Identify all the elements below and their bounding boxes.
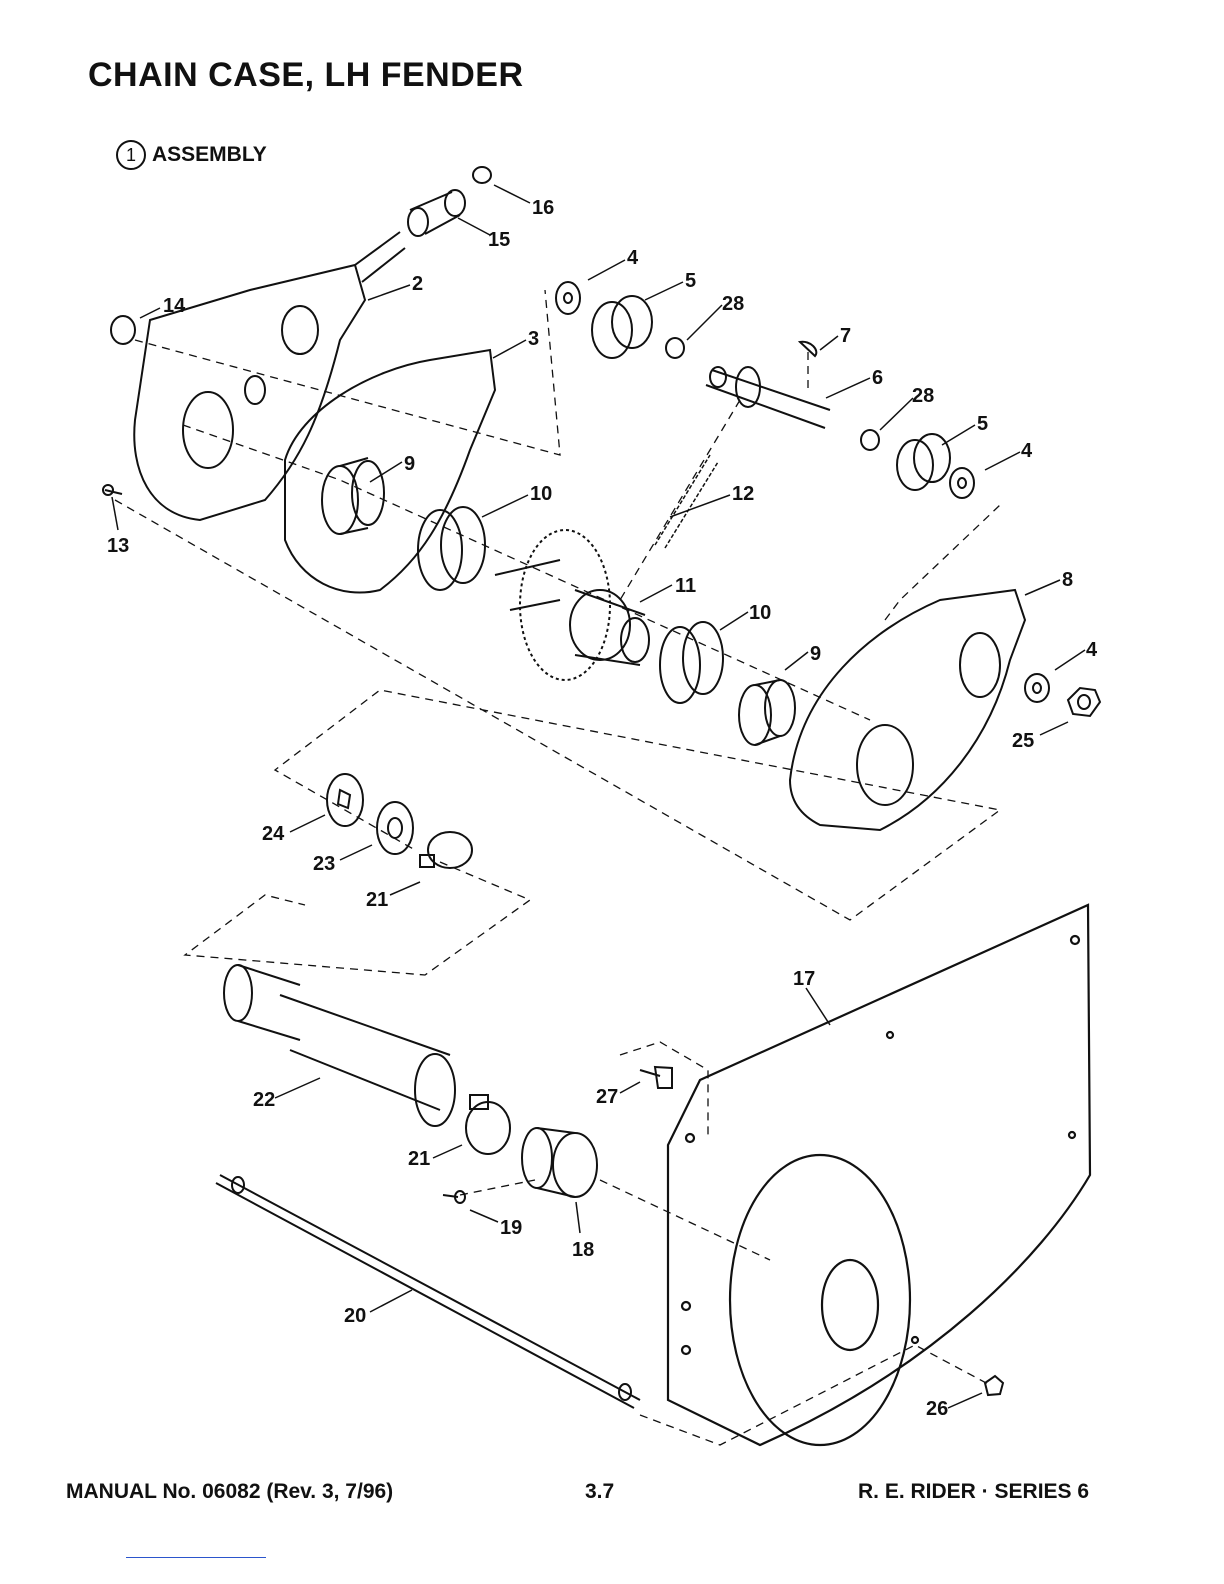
callout-18: 18 [572,1239,594,1261]
callout-3: 3 [528,328,539,350]
needle-bearing-left [322,458,384,534]
callout-28-right: 28 [912,385,934,407]
flange-bearing-right [897,434,950,490]
callout-14: 14 [163,295,186,317]
chain-case-cover [790,590,1025,830]
snap-ring-right [861,430,879,450]
washer-lower-right [1025,674,1049,702]
callout-12: 12 [732,483,754,505]
callout-24: 24 [262,823,285,845]
callout-26: 26 [926,1398,948,1420]
callout-11: 11 [675,575,696,597]
callout-25: 25 [1012,730,1034,752]
bottom-underline-link[interactable] [126,1557,266,1558]
callout-9-right: 9 [810,643,821,665]
drive-shaft [706,367,830,428]
needle-bearing-right [739,680,795,745]
snap-ring-top [666,338,684,358]
series-name: R. E. RIDER · SERIES 6 [858,1480,1089,1504]
callout-20: 20 [344,1305,366,1327]
callout-23: 23 [313,853,335,875]
callout-19: 19 [500,1217,522,1239]
bolt-13 [103,485,122,495]
shaft-pin [355,232,405,282]
page-number: 3.7 [585,1480,614,1504]
retaining-clip [473,167,491,183]
bushing [408,190,465,236]
oil-seal-left [418,507,485,590]
callout-21-lower: 21 [408,1148,430,1170]
callout-4-lower: 4 [1086,639,1098,661]
callout-15: 15 [488,229,510,251]
callout-4-right: 4 [1021,440,1033,462]
callout-5-right: 5 [977,413,988,435]
callout-8: 8 [1062,569,1073,591]
callout-7: 7 [840,325,851,347]
set-screw [443,1191,465,1203]
callout-13: 13 [107,535,129,557]
callout-22: 22 [253,1089,275,1111]
callout-10-left: 10 [530,483,552,505]
callout-21-upper: 21 [366,889,388,911]
callout-5-top: 5 [685,270,696,292]
oil-seal-right [660,622,723,703]
manual-number: MANUAL No. 06082 (Rev. 3, 7/96) [66,1480,393,1504]
callout-27: 27 [596,1086,618,1108]
flange-bearing-top [592,296,652,358]
plug [111,316,135,344]
callout-4-top: 4 [627,247,639,269]
callout-17: 17 [793,968,815,990]
washer-top [556,282,580,314]
callout-2: 2 [412,273,423,295]
callout-28-top: 28 [722,293,744,315]
hose-clamp-lower [466,1095,510,1154]
flat-washer [377,802,413,854]
bolt-27 [640,1067,672,1088]
coupler [522,1128,597,1197]
callout-labels: 16 15 14 2 3 4 5 28 7 6 28 5 4 9 10 12 1… [107,197,1098,1420]
assembly-guide-lines [115,290,1000,1445]
fender-panel [668,905,1090,1445]
drive-chain [655,455,718,548]
washer-right [950,468,974,498]
leader-lines [112,185,1085,1408]
callout-10-right: 10 [749,602,771,624]
hex-nut [1068,688,1100,716]
callout-9-left: 9 [404,453,415,475]
sprocket [495,530,649,680]
lock-washer [327,774,363,826]
hose-clamp-upper [420,832,472,868]
nut-26 [985,1376,1003,1395]
callout-16: 16 [532,197,554,219]
callout-6: 6 [872,367,883,389]
